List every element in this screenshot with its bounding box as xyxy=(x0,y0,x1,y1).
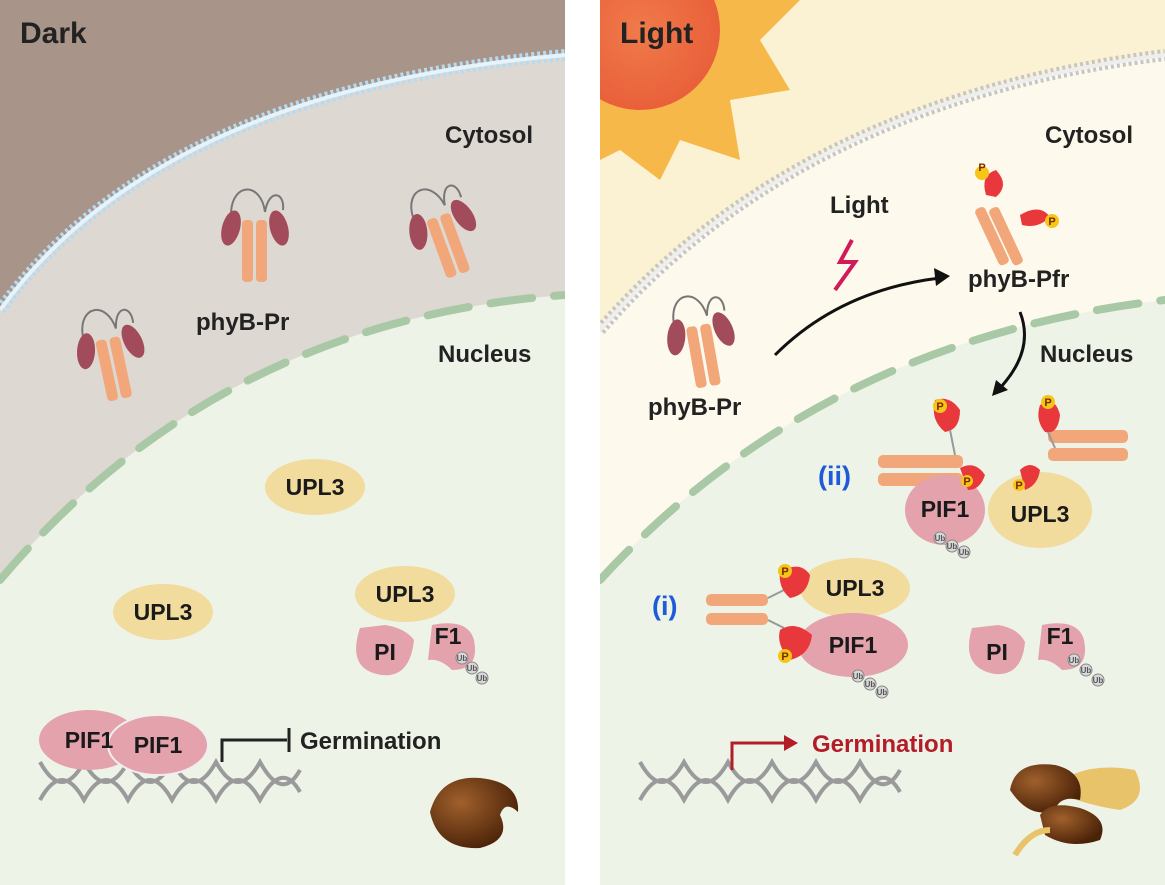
upl3-pif1-complex xyxy=(355,566,489,685)
nucleus-label: Nucleus xyxy=(438,341,531,368)
phyb-pr-molecule xyxy=(667,295,735,388)
ubiquitin-label: Ub xyxy=(877,688,888,697)
phosphate-label: P xyxy=(963,476,970,488)
dark-panel-title: Dark xyxy=(20,17,87,50)
germination-label: Germination xyxy=(300,728,441,755)
cytosol-label: Cytosol xyxy=(1045,122,1133,149)
upl3-protein xyxy=(265,459,365,515)
dna-helix xyxy=(638,757,902,805)
ubiquitin-label: Ub xyxy=(853,672,864,681)
pi-fragment-label: PI xyxy=(986,639,1008,665)
upl3-protein xyxy=(113,584,213,640)
phyb-pr-label: phyB-Pr xyxy=(196,309,289,336)
light-membrane-core xyxy=(600,53,1165,332)
phosphate-label: P xyxy=(978,162,985,174)
ubiquitin-label: Ub xyxy=(1081,666,1092,675)
complex-i xyxy=(706,558,910,699)
split-pif1 xyxy=(968,623,1105,687)
germinating-seed-icon xyxy=(1010,764,1140,857)
repression-arrow xyxy=(220,738,287,762)
light-stimulus-label: Light xyxy=(830,192,889,219)
ubiquitin-label: Ub xyxy=(935,534,946,543)
activation-arrowhead xyxy=(784,735,798,751)
phyb-pr-molecule xyxy=(221,188,289,282)
pif1-label: PIF1 xyxy=(921,496,970,522)
phosphate-label: P xyxy=(936,401,943,413)
ubiquitin-label: Ub xyxy=(1069,656,1080,665)
dark-membrane-core xyxy=(0,53,565,312)
phyb-pfr-molecule xyxy=(975,166,1059,266)
phyb-pfr-label: phyB-Pfr xyxy=(968,266,1069,293)
upl3-label: UPL3 xyxy=(1011,501,1070,527)
phyb-pr-molecule xyxy=(409,184,477,278)
conversion-arrow xyxy=(773,276,941,357)
light-panel-title: Light xyxy=(620,17,693,50)
upl3-label: UPL3 xyxy=(376,581,435,607)
ubiquitin-label: Ub xyxy=(947,542,958,551)
phyb-pr-label: phyB-Pr xyxy=(648,394,741,421)
phyb-pr-molecule xyxy=(76,308,145,402)
phosphate-label: P xyxy=(781,566,788,578)
pathway-marker-i: (i) xyxy=(652,591,677,621)
upl3-label: UPL3 xyxy=(286,474,345,500)
germination-label: Germination xyxy=(812,731,953,758)
f1-fragment-label: F1 xyxy=(1047,623,1074,649)
pif1-label: PIF1 xyxy=(829,632,878,658)
ubiquitin-label: Ub xyxy=(1093,676,1104,685)
pif1-label: PIF1 xyxy=(65,727,114,753)
dormant-seed-icon xyxy=(430,777,519,849)
nucleus-label: Nucleus xyxy=(1040,341,1133,368)
phosphate-label: P xyxy=(1044,397,1051,409)
pif1-dimer-right xyxy=(107,714,209,776)
phosphate-label: P xyxy=(1048,216,1055,228)
cytosol-label: Cytosol xyxy=(445,122,533,149)
ubiquitin-label: Ub xyxy=(467,664,478,673)
sun-icon xyxy=(600,0,800,180)
ubiquitin-label: Ub xyxy=(959,548,970,557)
pi-fragment-label: PI xyxy=(374,639,396,665)
nuclear-import-arrow xyxy=(998,311,1026,390)
panel-divider xyxy=(565,0,600,885)
pif1-label: PIF1 xyxy=(134,732,183,758)
conversion-arrowhead xyxy=(934,268,950,286)
nuclear-import-arrowhead xyxy=(992,380,1008,396)
dark-nuclear-envelope xyxy=(0,291,565,584)
pathway-marker-ii: (ii) xyxy=(818,461,851,491)
phosphate-label: P xyxy=(1015,480,1022,492)
ubiquitin-label: Ub xyxy=(477,674,488,683)
dark-panel xyxy=(0,0,565,885)
light-nuclear-envelope xyxy=(600,296,1165,584)
ubiquitin-label: Ub xyxy=(865,680,876,689)
upl3-label: UPL3 xyxy=(134,599,193,625)
light-panel xyxy=(600,0,1165,885)
upl3-label: UPL3 xyxy=(826,575,885,601)
activation-arrow xyxy=(730,741,785,770)
phosphate-label: P xyxy=(781,651,788,663)
complex-ii xyxy=(878,395,1128,559)
ubiquitin-label: Ub xyxy=(457,654,468,663)
f1-fragment-label: F1 xyxy=(435,623,462,649)
light-bolt-icon xyxy=(833,239,859,292)
